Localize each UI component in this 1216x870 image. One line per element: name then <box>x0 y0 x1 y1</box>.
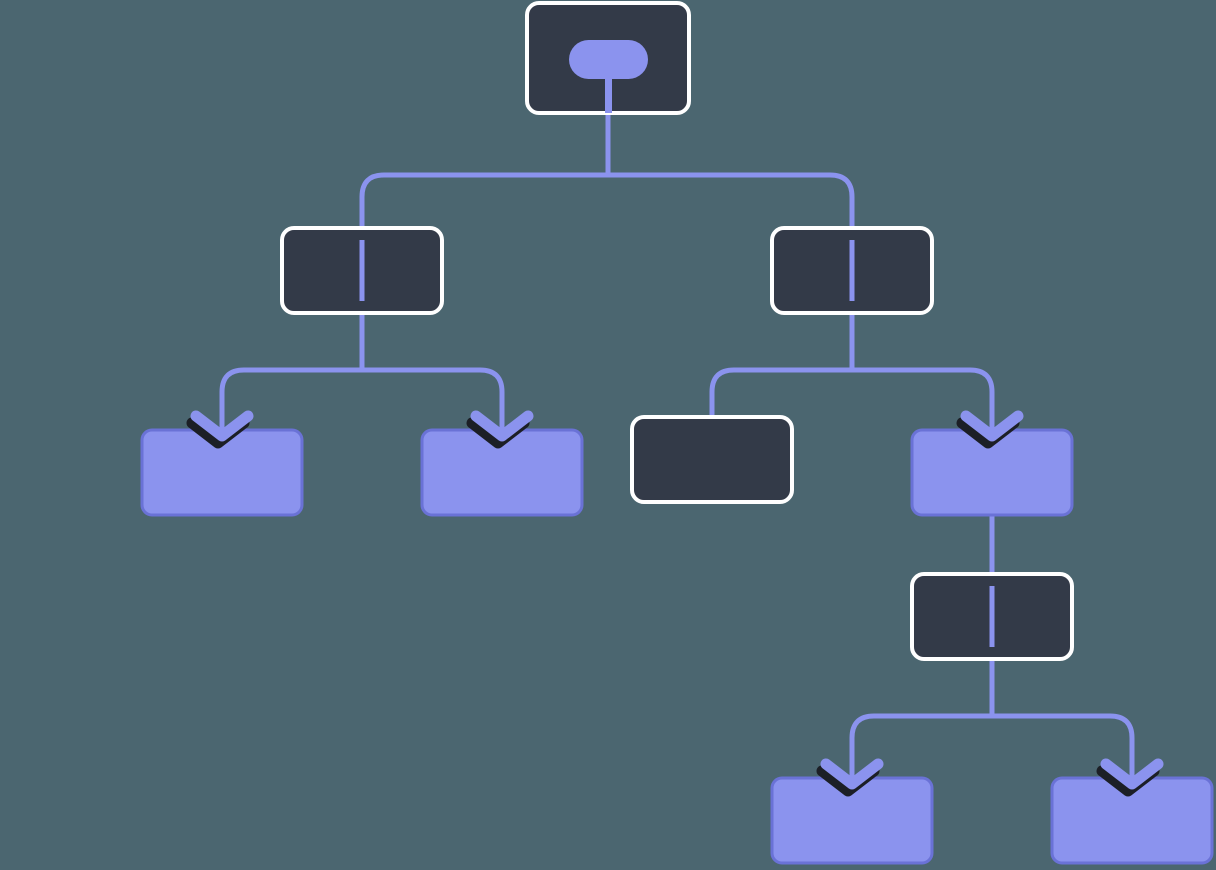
arrowheads-layer <box>186 406 1164 797</box>
edge-level2-right-to-dark-node <box>709 313 855 420</box>
edge-level2-left-to-leaf-b <box>359 313 505 436</box>
root-pill-badge <box>569 40 648 79</box>
arrowhead-leaf-left <box>816 754 884 797</box>
arrowhead-leaf-b <box>466 406 534 449</box>
root-pill-stem <box>605 59 612 113</box>
level3-dark-node[interactable] <box>630 415 794 504</box>
edge-overlays-layer <box>359 240 995 647</box>
edge-root-to-level2-right <box>605 113 855 313</box>
root-node[interactable] <box>525 1 691 115</box>
arrowhead-leaf-a <box>186 406 254 449</box>
edge-level2-left-to-leaf-a <box>219 313 365 436</box>
edges-layer <box>219 113 1135 784</box>
arrowhead-leaf-right <box>1096 754 1164 797</box>
nodes-layer <box>140 1 1214 865</box>
edge-level2-right-to-branch-node <box>849 313 995 436</box>
edge-level4-to-leaf-left <box>849 659 995 784</box>
edge-level4-to-leaf-right <box>989 659 1135 784</box>
edge-root-to-level2-left <box>359 113 611 313</box>
arrowhead-branch-node <box>956 406 1024 449</box>
level3-dark-node-shape[interactable] <box>630 415 794 504</box>
